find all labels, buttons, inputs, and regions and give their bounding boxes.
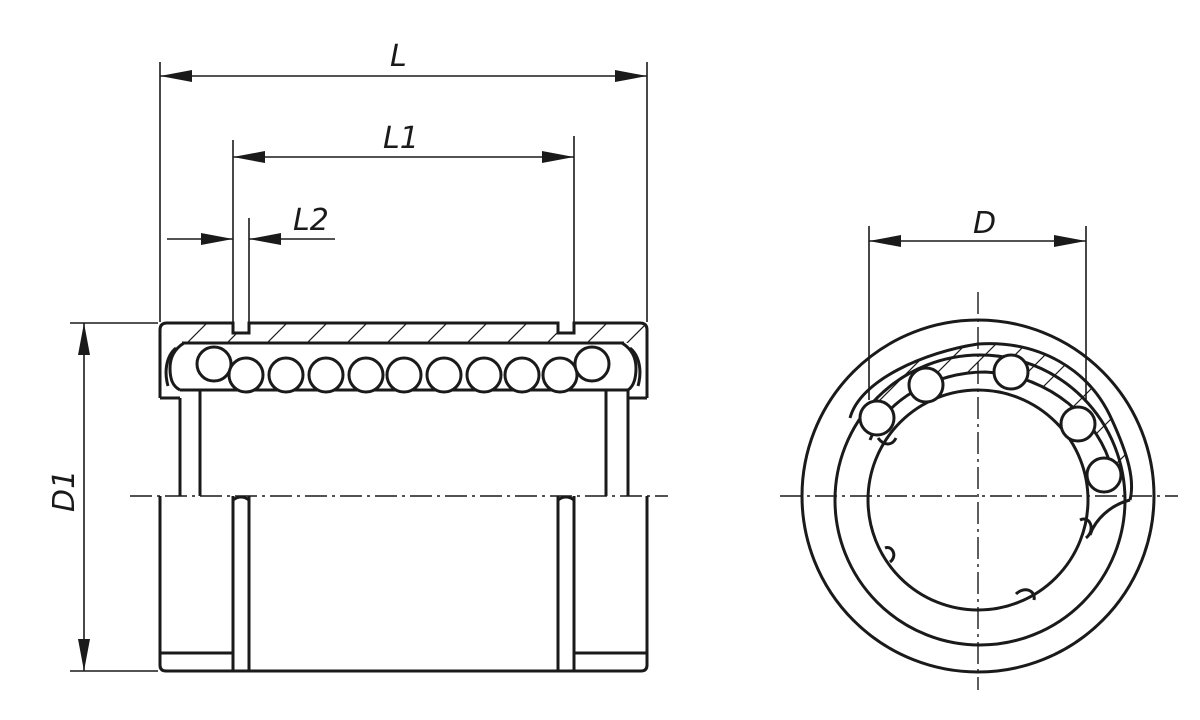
dimension-label-D: D <box>973 206 996 241</box>
ball <box>227 356 265 394</box>
ball <box>385 356 423 394</box>
left-seal <box>164 341 185 392</box>
ball <box>465 356 503 394</box>
ball <box>907 366 945 404</box>
ball-partial <box>884 546 896 564</box>
ball <box>347 356 385 394</box>
ball-partial <box>1079 517 1093 540</box>
ball <box>425 356 463 394</box>
ball <box>573 345 611 383</box>
ball <box>307 356 345 394</box>
ball <box>541 356 579 394</box>
ball-row-side-view <box>195 345 611 394</box>
dimension-label-D1: D1 <box>47 470 82 512</box>
ball <box>267 356 305 394</box>
dimension-label-L: L <box>390 39 407 74</box>
dimension-L2: L2 <box>167 203 335 245</box>
front-view: D <box>780 206 1178 690</box>
dimension-D1: D1 <box>47 323 90 671</box>
cage-cutaway-outline <box>848 342 1134 536</box>
dimension-L: L <box>160 39 647 82</box>
sleeve-section-hatch <box>160 323 647 343</box>
right-seal <box>621 341 642 392</box>
dimension-label-L2: L2 <box>293 203 329 238</box>
dimension-D: D <box>869 206 1086 247</box>
ball <box>1059 405 1097 443</box>
side-view: L L1 L2 D1 <box>47 39 668 673</box>
ball-partial <box>876 437 898 446</box>
ball <box>858 399 896 437</box>
ball-circuit-front-view <box>858 353 1123 601</box>
ball <box>992 353 1030 391</box>
dimension-L1: L1 <box>233 121 574 163</box>
ball <box>503 356 541 394</box>
ball <box>1085 456 1123 494</box>
dimension-label-L1: L1 <box>383 121 419 156</box>
extension-lines-D <box>868 226 1087 400</box>
ball-partial <box>1014 588 1036 601</box>
ball <box>195 345 233 383</box>
